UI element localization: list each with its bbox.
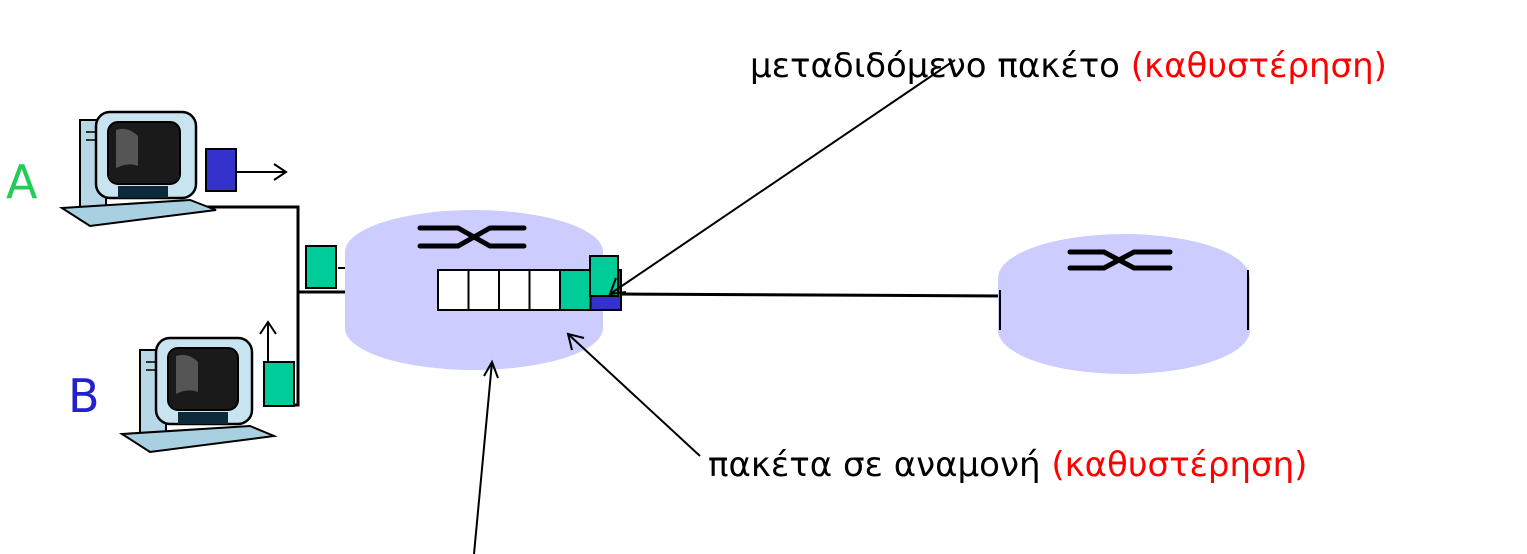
annotation-queued-delay: (καθυστέρηση) <box>1051 445 1307 485</box>
router-symbol-icon <box>417 225 527 249</box>
queue-slot-empty <box>467 269 500 311</box>
router-symbol-icon <box>1067 249 1173 271</box>
queue-buffer <box>437 269 622 311</box>
host-b-label: B <box>68 369 100 423</box>
pointer-queued <box>566 332 701 457</box>
packet-outgoing-a <box>205 148 237 192</box>
packet-being-transmitted <box>589 255 619 297</box>
packet-in-transit <box>305 245 337 289</box>
router-2 <box>998 234 1250 374</box>
queue-slot-empty <box>498 269 531 311</box>
queue-slot-packet <box>559 269 592 311</box>
computer-icon-b <box>118 336 278 454</box>
annotation-transmitted-delay: (καθυστέρηση) <box>1131 46 1387 86</box>
annotation-queued: πακέτα σε αναμονή (καθυστέρηση) <box>708 445 1307 485</box>
computer-icon-a <box>58 110 217 228</box>
queue-slot-empty <box>437 269 470 311</box>
pointer-router-buffer <box>473 359 499 554</box>
queue-slot-empty <box>528 269 561 311</box>
annotation-transmitted: μεταδιδόμενο πακέτο (καθυστέρηση) <box>750 46 1387 86</box>
arrow-right-icon <box>236 163 288 181</box>
link-router-to-router <box>614 292 1004 298</box>
annotation-transmitted-text: μεταδιδόμενο πακέτο <box>750 46 1131 86</box>
packet-outgoing-b <box>263 361 295 407</box>
arrow-up-icon <box>259 320 277 362</box>
pointer-transmitted <box>608 59 956 296</box>
annotation-queued-text: πακέτα σε αναμονή <box>708 445 1051 485</box>
host-a-label: A <box>6 155 38 209</box>
